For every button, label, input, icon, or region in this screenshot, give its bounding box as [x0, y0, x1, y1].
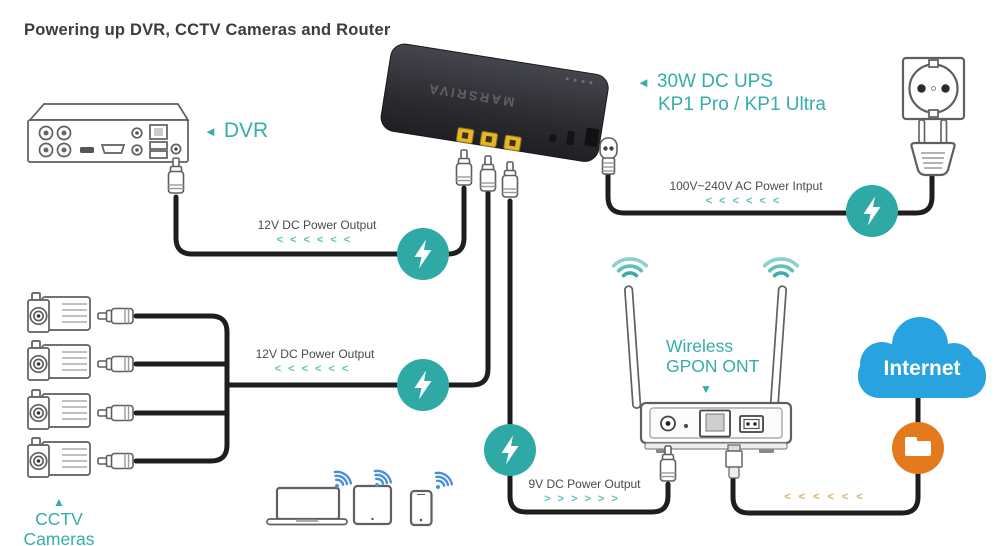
dc-output-cctv-chevrons: <<<<<<	[274, 363, 356, 375]
cable-internet-fiber	[730, 387, 921, 516]
cctv-cameras-label: ▲ CCTV Cameras	[0, 491, 118, 546]
power-bolt-icon-dvr	[397, 228, 449, 280]
dvr-label-text: DVR	[223, 119, 269, 142]
dc-plug-camera-1	[97, 307, 134, 325]
phone-device	[409, 489, 433, 527]
wifi-icon-phone	[427, 468, 456, 496]
ups-ac-inlet	[584, 127, 600, 148]
wall-socket	[901, 56, 966, 121]
pointer-up-icon: ▲	[53, 495, 65, 509]
router-label-line1: Wireless	[666, 336, 734, 356]
dc-plug-ups-out1	[455, 149, 473, 186]
router-base	[644, 442, 788, 450]
client-devices	[266, 466, 456, 527]
laptop-device	[266, 486, 348, 526]
router-reset-button	[684, 424, 688, 428]
cable-ups-to-router	[507, 198, 671, 515]
audio-rca-ports	[131, 127, 143, 156]
socket-hole-left	[917, 84, 926, 93]
dc-output-router-flow-label: 9V DC Power Output >>>>>>	[502, 477, 667, 505]
internet-cloud	[858, 317, 986, 398]
cctv-camera-4	[27, 437, 91, 478]
internet-label: Internet	[883, 357, 961, 380]
power-bolt-icon-cctv	[397, 359, 449, 411]
socket-hole-right	[941, 84, 950, 93]
ups-label-line2: KP1 Pro / KP1 Ultra	[658, 93, 826, 115]
wifi-signal-right-icon	[762, 257, 800, 278]
ethernet-pin	[154, 128, 163, 136]
pointer-down-icon: ▼	[700, 381, 712, 396]
ups-usb-port	[566, 130, 575, 146]
dc-plug-camera-3	[97, 404, 134, 422]
dc-output-cctv-flow-label: 12V DC Power Output <<<<<<	[234, 347, 396, 375]
dvr-device	[27, 103, 190, 163]
vga-port	[100, 144, 126, 154]
dc-plug-camera-4	[97, 452, 134, 470]
cctv-camera-3	[27, 389, 91, 430]
fiber-connector	[725, 444, 743, 479]
pointer-left-icon: ◄	[637, 74, 650, 90]
router-device	[611, 257, 800, 453]
dc-plug-ups-out2	[479, 155, 497, 192]
dvr-top-face	[28, 103, 190, 121]
tablet-device	[352, 484, 393, 526]
ups-dc-output-ports	[455, 127, 522, 152]
ac-c7-plug	[599, 137, 618, 175]
ups-led-indicators	[565, 77, 593, 85]
power-bolt-icon-router	[484, 424, 536, 476]
usb-port-2	[149, 150, 168, 159]
cable-ac-input	[605, 169, 935, 216]
dc-plug-dvr	[167, 157, 185, 194]
cctv-camera-1	[27, 292, 91, 333]
wifi-signal-left-icon	[611, 257, 649, 278]
usb-port-1	[149, 141, 168, 150]
ac-flow-chevrons: <<<<<<	[705, 195, 787, 207]
cctv-cameras-label-text: CCTV Cameras	[23, 509, 95, 546]
ac-input-flow-label: 100V~240V AC Power Intput <<<<<<	[628, 179, 864, 207]
cctv-camera-2	[27, 340, 91, 381]
dc-output-router-chevrons: >>>>>>	[544, 493, 625, 505]
page-title: Powering up DVR, CCTV Cameras and Router	[24, 21, 391, 39]
folder-icon	[905, 437, 931, 456]
dc-plug-camera-2	[97, 355, 134, 373]
cable-ups-to-cctv	[224, 190, 491, 388]
ups-round-port	[548, 134, 557, 143]
ups-device: MARSRIVA	[380, 43, 609, 162]
router-antenna-left	[624, 285, 642, 409]
dc-output-router-label: 9V DC Power Output	[528, 477, 641, 491]
router-label: Wireless GPON ONT ▼	[666, 336, 759, 397]
ups-label: ◄ 30W DC UPS KP1 Pro / KP1 Ultra	[637, 71, 826, 117]
dc-output-dvr-label: 12V DC Power Output	[257, 218, 377, 232]
bnc-ports	[38, 125, 72, 158]
dvr-label: ◄ DVR	[204, 119, 268, 143]
router-label-line2: GPON ONT	[666, 356, 760, 377]
internet-flow-label: <<<<<<	[745, 489, 910, 503]
eu-power-plug	[910, 119, 956, 177]
pointer-left-icon: ◄	[204, 123, 217, 139]
dc-plug-ups-out3	[501, 161, 519, 198]
ac-input-label: 100V~240V AC Power Intput	[669, 179, 823, 193]
ups-label-line1: 30W DC UPS	[656, 71, 774, 92]
cctv-camera-group	[27, 292, 134, 478]
router-antenna-right	[769, 285, 787, 409]
dc-output-cctv-label: 12V DC Power Output	[255, 347, 375, 361]
dc-output-dvr-flow-label: 12V DC Power Output <<<<<<	[236, 218, 398, 246]
hdmi-port	[80, 147, 94, 153]
cable-ups-to-dvr	[173, 185, 467, 257]
power-cables	[133, 169, 935, 516]
dc-output-dvr-chevrons: <<<<<<	[276, 234, 358, 246]
cable-cctv-trunk	[133, 313, 230, 464]
folder-node	[892, 422, 944, 474]
internet-flow-chevrons: <<<<<<	[784, 491, 871, 503]
